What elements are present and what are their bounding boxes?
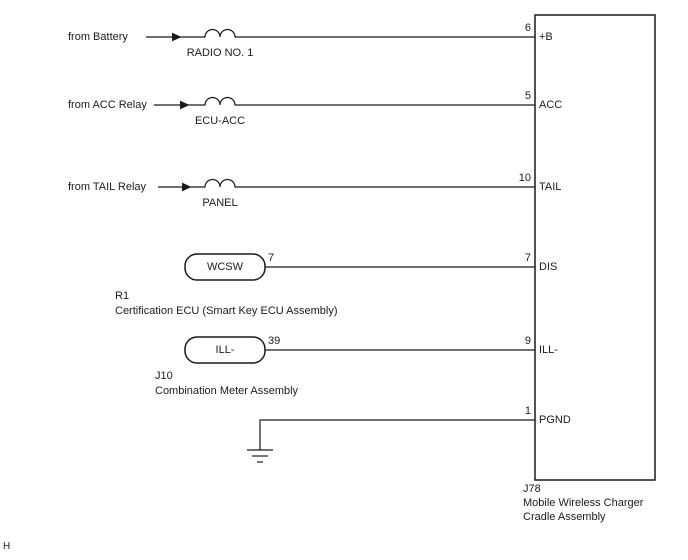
pin-number-7: 7: [524, 252, 531, 264]
fuse-label-ecu-acc: ECU-ACC: [194, 115, 246, 127]
page-marker: H: [3, 541, 11, 552]
arrow-icon: [172, 32, 182, 42]
component-code-r1: R1: [115, 290, 130, 302]
component-name-cert-ecu: Certification ECU (Smart Key ECU Assembl…: [115, 305, 338, 317]
pin-number-6: 6: [524, 22, 531, 34]
wire-battery: [146, 28, 535, 42]
pin-label-ill: ILL-: [539, 344, 558, 356]
source-label-battery: from Battery: [68, 31, 128, 43]
wire-acc: [154, 96, 535, 110]
arrow-icon: [180, 100, 190, 110]
connector-name-line2: Cradle Assembly: [523, 511, 606, 523]
pin-label-acc: ACC: [539, 99, 563, 111]
component-code-j10: J10: [155, 370, 173, 382]
component-pin-ill: 39: [268, 335, 281, 347]
arrow-icon: [182, 182, 192, 192]
connector-box: [534, 14, 656, 481]
wire-tail: [158, 178, 535, 192]
connector-name-line1: Mobile Wireless Charger: [523, 497, 644, 509]
connector-code: J78: [523, 483, 541, 495]
ground-icon: [247, 449, 273, 463]
wire-dis: [184, 253, 535, 281]
component-pin-wcsw: 7: [268, 252, 275, 264]
component-terminal-wcsw: WCSW: [206, 261, 244, 273]
wire-pgnd: [247, 419, 535, 463]
source-label-acc-relay: from ACC Relay: [68, 99, 147, 111]
pin-label-dis: DIS: [539, 261, 558, 273]
pin-label-b: +B: [539, 31, 553, 43]
pin-label-tail: TAIL: [539, 181, 562, 193]
pin-number-9: 9: [524, 335, 531, 347]
fuse-label-radio: RADIO NO. 1: [186, 47, 254, 59]
component-name-combination-meter: Combination Meter Assembly: [155, 385, 299, 397]
pin-number-10: 10: [518, 172, 531, 184]
wire-ill: [184, 336, 535, 364]
pin-number-5: 5: [524, 90, 531, 102]
pin-number-1: 1: [524, 405, 531, 417]
pin-label-pgnd: PGND: [539, 414, 571, 426]
component-terminal-ill: ILL-: [215, 344, 235, 356]
fuse-label-panel: PANEL: [202, 197, 238, 209]
source-label-tail-relay: from TAIL Relay: [68, 181, 147, 193]
